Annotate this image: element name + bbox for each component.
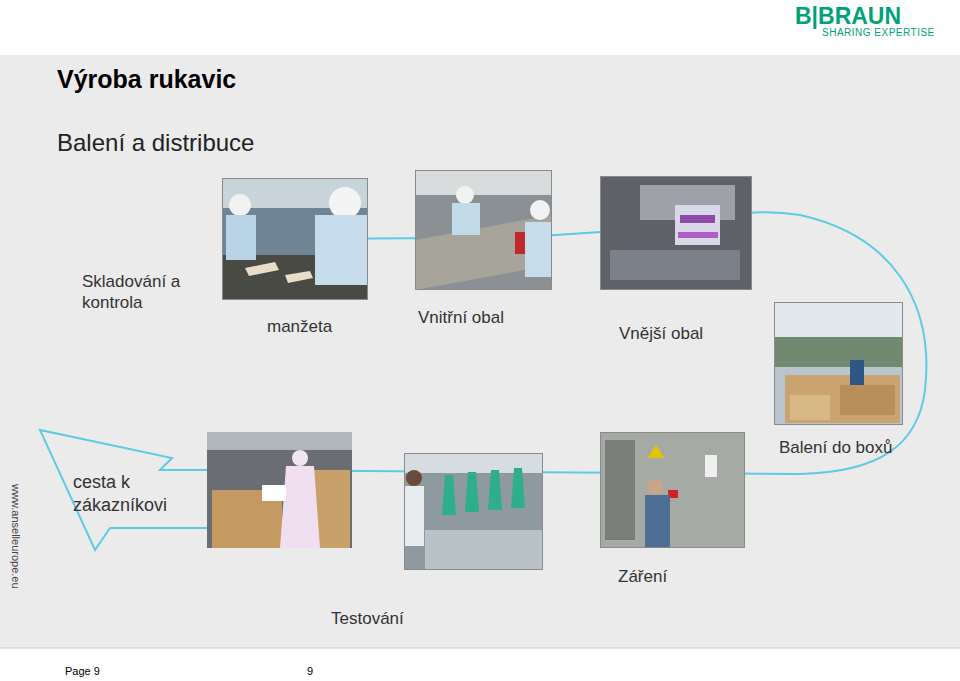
slide-title: Výroba rukavic (57, 64, 236, 95)
logo-text: B|BRAUN (795, 2, 901, 31)
page-number: 9 (307, 665, 313, 679)
photo-step: Balení do boxů (774, 302, 903, 425)
photo (415, 170, 552, 290)
footer-rule (0, 648, 960, 649)
subtitle: Balení a distribuce (57, 128, 254, 158)
photo (600, 432, 745, 548)
photo (600, 176, 752, 290)
page-number: Page 9 (65, 665, 100, 679)
logo-tagline: SHARING EXPERTISE (822, 27, 935, 40)
step-label: Vnější obal (619, 323, 703, 344)
watermark-url: www.anselleurope.eu (8, 484, 22, 589)
photo-step: Vnější obal (600, 176, 752, 290)
photo-step: Záření (600, 432, 745, 548)
step-label: manžeta (267, 316, 332, 337)
step-label: Vnitřní obal (418, 307, 504, 328)
photo (207, 432, 352, 548)
photo-step: Testování (404, 453, 543, 570)
photo-step: Vnitřní obal (415, 170, 552, 290)
photo (774, 302, 903, 425)
destination-label: cesta k zákazníkovi (73, 471, 198, 516)
photo (222, 178, 368, 300)
step-label: Skladování a kontrola (82, 271, 200, 314)
step-label: Testování (331, 608, 404, 629)
step-label: Balení do boxů (779, 437, 892, 458)
photo-step: manžeta (222, 178, 368, 300)
step-label: Záření (618, 566, 667, 587)
photo (404, 453, 543, 570)
